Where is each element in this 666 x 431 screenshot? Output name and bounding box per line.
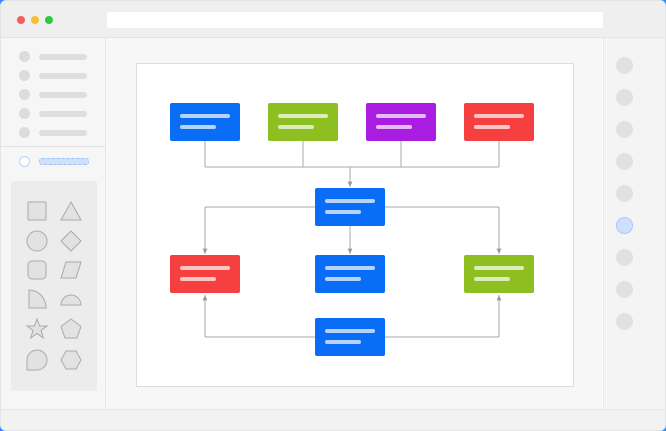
connector-lines	[202, 141, 502, 338]
node-text-line	[325, 277, 361, 281]
title-bar	[1, 1, 665, 38]
menu-item-label	[39, 158, 89, 165]
menu-item-icon	[19, 51, 30, 62]
menu-item-icon	[19, 89, 30, 100]
right-toolbar	[603, 38, 665, 409]
node-text-line	[474, 266, 524, 270]
node-text-line	[180, 266, 230, 270]
toolbar-button-7[interactable]	[616, 249, 633, 266]
node-text-line	[278, 114, 328, 118]
toolbar-button-2[interactable]	[616, 89, 633, 106]
node-text-line	[474, 114, 524, 118]
menu-item-icon	[19, 108, 30, 119]
menu-item-label	[39, 111, 87, 117]
maximize-button[interactable]	[45, 16, 53, 24]
diamond-shape-icon[interactable]	[59, 229, 83, 253]
left-sidebar	[1, 38, 106, 409]
address-bar[interactable]	[107, 12, 603, 28]
menu-item-label	[39, 130, 87, 136]
node-text-line	[180, 277, 216, 281]
canvas-area	[106, 38, 602, 409]
parallelogram-shape-icon[interactable]	[59, 258, 83, 282]
node-text-line	[376, 125, 412, 129]
node-text-line	[325, 340, 361, 344]
node-top-2[interactable]	[268, 103, 338, 141]
node-middle[interactable]	[315, 255, 385, 293]
menu-item-label	[39, 54, 87, 60]
menu-item-icon	[19, 156, 30, 167]
node-text-line	[325, 329, 375, 333]
status-bar	[1, 409, 665, 430]
node-left[interactable]	[170, 255, 240, 293]
node-text-line	[180, 125, 216, 129]
toolbar-button-5[interactable]	[616, 185, 633, 202]
menu-item-icon	[19, 127, 30, 138]
star-shape-icon[interactable]	[25, 317, 49, 341]
rounded-square-shape-icon[interactable]	[25, 258, 49, 282]
node-text-line	[325, 266, 375, 270]
menu-item-label	[39, 92, 87, 98]
node-text-line	[474, 125, 510, 129]
node-text-line	[474, 277, 510, 281]
toolbar-button-3[interactable]	[616, 121, 633, 138]
minimize-button[interactable]	[31, 16, 39, 24]
node-right[interactable]	[464, 255, 534, 293]
hexagon-shape-icon[interactable]	[59, 348, 83, 372]
toolbar-button-4[interactable]	[616, 153, 633, 170]
sidebar-divider	[1, 146, 105, 147]
semicircle-shape-icon[interactable]	[59, 287, 83, 311]
toolbar-button-1[interactable]	[616, 57, 633, 74]
menu-item-label	[39, 73, 87, 79]
close-button[interactable]	[17, 16, 25, 24]
node-top-3[interactable]	[366, 103, 436, 141]
circle-shape-icon[interactable]	[25, 229, 49, 253]
node-text-line	[376, 114, 426, 118]
node-top-4[interactable]	[464, 103, 534, 141]
node-text-line	[325, 210, 361, 214]
pentagon-shape-icon[interactable]	[59, 317, 83, 341]
triangle-shape-icon[interactable]	[59, 199, 83, 223]
node-center[interactable]	[315, 188, 385, 226]
node-text-line	[325, 199, 375, 203]
shape-library	[11, 181, 97, 391]
toolbar-button-9[interactable]	[616, 313, 633, 330]
toolbar-button-6-active[interactable]	[616, 217, 633, 234]
diagram-canvas[interactable]	[136, 63, 574, 387]
square-shape-icon[interactable]	[25, 199, 49, 223]
node-top-1[interactable]	[170, 103, 240, 141]
speech-bubble-shape-icon[interactable]	[25, 348, 49, 372]
node-text-line	[278, 125, 314, 129]
quarter-circle-shape-icon[interactable]	[25, 287, 49, 311]
node-text-line	[180, 114, 230, 118]
node-bottom[interactable]	[315, 318, 385, 356]
menu-item-icon	[19, 70, 30, 81]
toolbar-button-8[interactable]	[616, 281, 633, 298]
